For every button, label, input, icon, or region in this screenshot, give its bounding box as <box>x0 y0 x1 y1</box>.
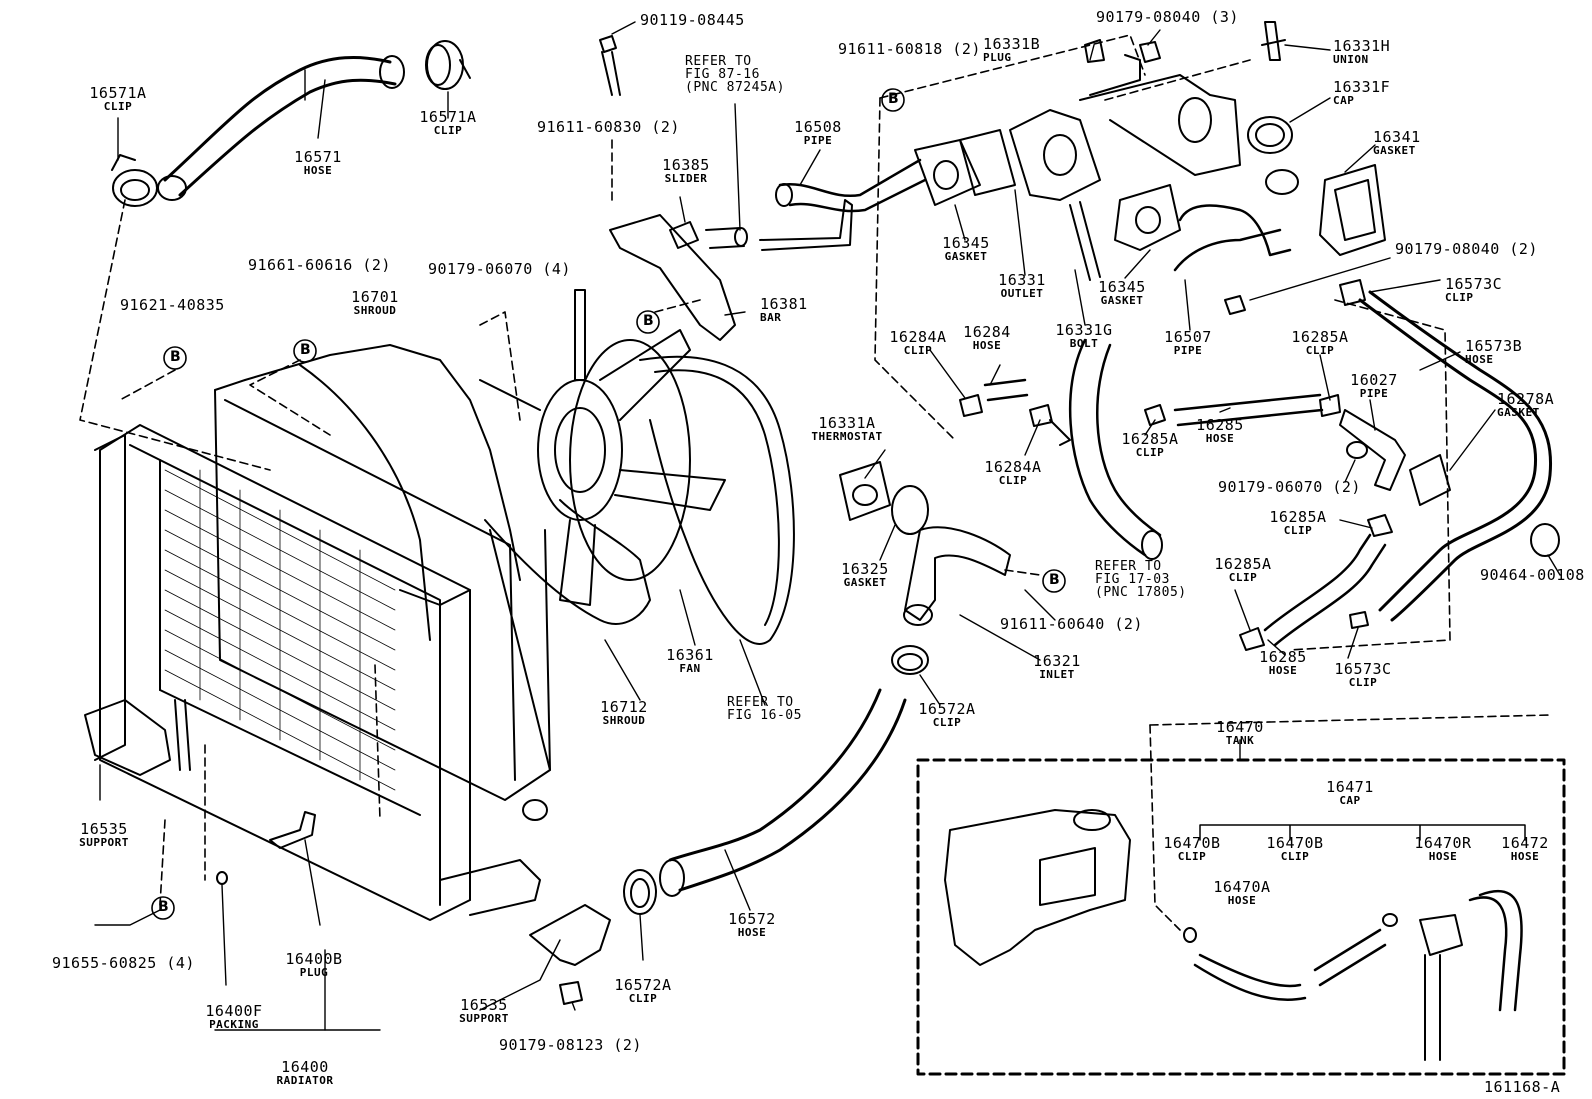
radiator <box>94 424 548 921</box>
b-marker-91611-818: B <box>888 91 899 107</box>
outlet-housing <box>1009 109 1101 201</box>
label-91621: 91621-40835 <box>120 296 225 314</box>
label-90464: 90464-00108 <box>1480 566 1585 584</box>
b-marker-91621: B <box>170 349 181 365</box>
label-91611-60830: 91611-60830 (2) <box>537 118 680 136</box>
fan <box>479 289 726 606</box>
upper-hose <box>163 55 392 182</box>
b-marker-91611-640: B <box>1049 572 1060 588</box>
b-marker-91661: B <box>300 342 311 358</box>
belt <box>639 355 795 645</box>
label-90179-08123: 90179-08123 (2) <box>499 1036 642 1054</box>
thermostat <box>839 461 891 521</box>
label-90179-06070-4: 90179-06070 (4) <box>428 260 571 278</box>
hose-16573b <box>1358 298 1538 612</box>
part-outlines <box>84 21 1566 1076</box>
diagram-id: 161168-A <box>1484 1078 1561 1096</box>
tank-box <box>916 758 1566 1076</box>
clip-icon <box>112 169 158 207</box>
label-90179-08040-2: 90179-08040 (2) <box>1395 240 1538 258</box>
b-markers <box>151 88 1066 920</box>
bar-bracket <box>609 214 736 341</box>
b-marker-91655: B <box>158 899 169 915</box>
shroud <box>214 344 551 801</box>
reservoir-tank <box>944 809 1131 966</box>
label-91611-60818: 91611-60818 (2) <box>838 40 981 58</box>
label-90179-06070-2: 90179-06070 (2) <box>1218 478 1361 496</box>
b-marker-91611-830: B <box>643 313 654 329</box>
label-90119: 90119-08445 <box>640 11 745 29</box>
label-91661: 91661-60616 (2) <box>248 256 391 274</box>
label-91655: 91655-60825 (4) <box>52 954 195 972</box>
leader-lines <box>94 21 1561 1031</box>
label-90179-08040-3: 90179-08040 (3) <box>1096 8 1239 26</box>
lower-hose <box>668 688 882 862</box>
inlet-housing <box>904 526 1011 621</box>
label-91611-60640: 91611-60640 (2) <box>1000 615 1143 633</box>
